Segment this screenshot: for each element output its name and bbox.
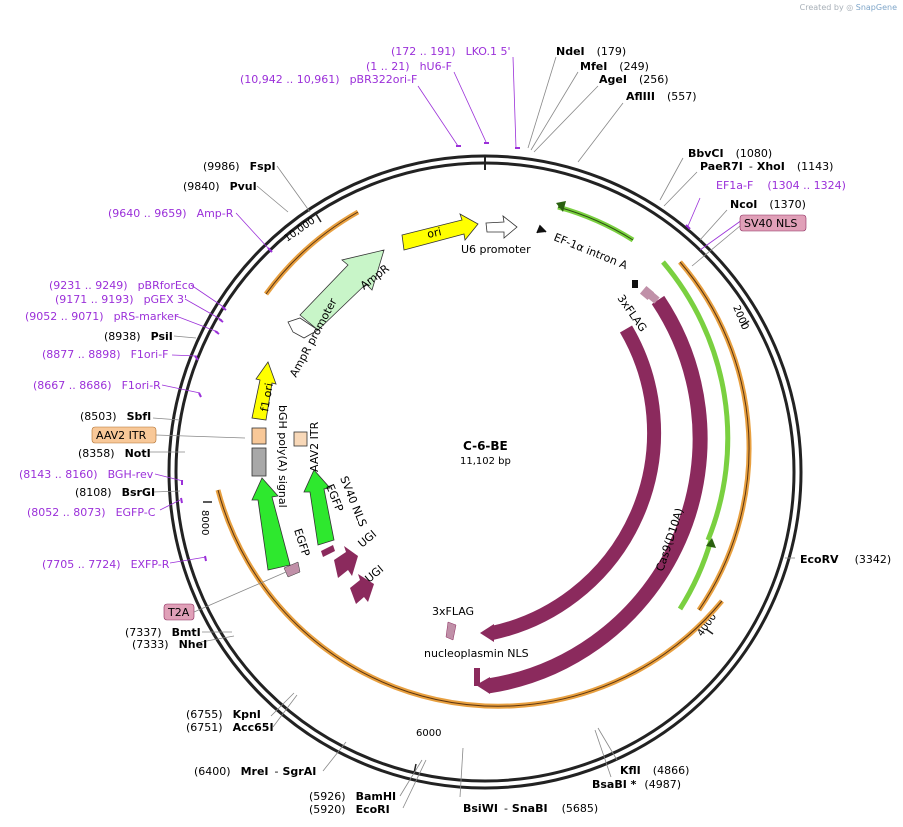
primer-ef1a-f: EF1a-F(1304 .. 1324) xyxy=(716,179,846,192)
snapgene-credit: Created by ◎ SnapGene xyxy=(800,3,897,12)
credit-brand: SnapGene xyxy=(855,3,897,12)
t2a-block xyxy=(283,561,301,578)
site-mrei-sgrai: (6400)MreI-SgrAI xyxy=(194,765,316,778)
site-ncoi: NcoI(1370) xyxy=(730,198,806,211)
nls-block xyxy=(474,668,480,686)
ugi-arrow-1 xyxy=(334,546,358,578)
aav2-itr-block-right xyxy=(293,431,308,447)
primer-lines xyxy=(154,56,743,564)
site-ndei: NdeI(179) xyxy=(556,45,626,58)
flag-block-bottom xyxy=(445,621,457,641)
site-labels: NdeI(179) MfeI(249) AgeI(256) AflIII(557… xyxy=(75,45,891,816)
primer-marks xyxy=(180,142,691,562)
ugi-arrow-2 xyxy=(350,574,374,604)
t2a-leader xyxy=(193,571,287,613)
snapgene-logo-icon: ◎ xyxy=(846,3,854,12)
boxed-aav2-itr: AAV2 ITR xyxy=(91,426,157,444)
green-arc-right xyxy=(661,260,731,541)
ampr-arrow xyxy=(299,249,385,331)
site-kpni: (6755)KpnI xyxy=(186,708,261,721)
ef1a-intron-label: EF-1α intron A xyxy=(552,231,630,273)
primer-f1ori-r: (8667 .. 8686)F1ori-R xyxy=(33,379,161,392)
site-agei: AgeI(256) xyxy=(599,73,669,86)
green-arc-top-head xyxy=(556,201,566,212)
site-bamhi: (5926)BamHI xyxy=(309,790,396,803)
site-ecori: (5920)EcoRI xyxy=(309,803,390,816)
sv40-small-block xyxy=(321,545,335,557)
orange-arc-top-core xyxy=(265,211,359,295)
cas9-d10a-arc xyxy=(486,295,708,694)
boxed-aav2-itr-text: AAV2 ITR xyxy=(96,429,147,442)
boxed-t2a: T2A xyxy=(163,603,195,621)
boxed-sv40-nls-text: SV40 NLS xyxy=(744,217,797,230)
ugi-label-1: UGI xyxy=(356,528,380,551)
cas9-d10a-head xyxy=(476,677,490,694)
f1-ori-label: f1 ori xyxy=(258,382,276,413)
primer-bgh-rev: (8143 .. 8160)BGH-rev xyxy=(19,468,154,481)
leader-lines xyxy=(150,56,795,809)
ef1a-mark xyxy=(536,224,547,234)
site-bsabi: BsaBI *(4987) xyxy=(592,778,681,791)
primer-prs-marker: (9052 .. 9071)pRS-marker xyxy=(25,310,179,323)
tick-6000: 6000 xyxy=(416,728,441,739)
flag-block-top-2 xyxy=(648,292,660,304)
site-paer7i-xhoi: PaeR7I-XhoI(1143) xyxy=(700,160,833,173)
site-pvui: (9840)PvuI xyxy=(183,180,257,193)
f1-ori-arrow xyxy=(251,361,277,421)
site-bsiwi-snabi: BsiWI-SnaBI(5685) xyxy=(463,802,598,815)
black-mark-ef1a xyxy=(632,280,638,288)
cas9-arc xyxy=(490,325,662,640)
ampr-promoter-arrow xyxy=(287,317,319,339)
orange-arc-right-core xyxy=(679,261,750,611)
egfp-inner-arrow xyxy=(303,469,335,546)
primer-pbr322ori: (10,942 .. 10,961)pBR322ori-F xyxy=(240,73,417,86)
site-bmti: (7337)BmtI xyxy=(125,626,201,639)
site-afliii: AflIII(557) xyxy=(626,90,697,103)
site-ecorv: EcoRV(3342) xyxy=(800,553,891,566)
green-arc-right-head xyxy=(706,538,716,548)
plasmid-size: 11,102 bp xyxy=(460,456,511,467)
primer-lko1: (172 .. 191)LKO.1 5' xyxy=(391,45,511,58)
credit-prefix: Created by xyxy=(799,3,844,12)
site-nhei: (7333)NheI xyxy=(132,638,207,651)
u6-arrow xyxy=(485,215,518,239)
tick-8000: 8000 xyxy=(199,510,210,535)
ori-label: ori xyxy=(426,225,443,241)
egfp-outer-arrow xyxy=(251,477,291,571)
site-fspi: (9986)FspI xyxy=(203,160,276,173)
primer-egfp-c: (8052 .. 8073)EGFP-C xyxy=(27,506,156,519)
site-acc65i: (6751)Acc65I xyxy=(186,721,274,734)
boxed-sv40-nls: SV40 NLS xyxy=(739,214,807,232)
aav2-itr-label: AAV2 ITR xyxy=(308,421,321,472)
site-bsrgi: (8108)BsrGI xyxy=(75,486,155,499)
u6-promoter-label: U6 promoter xyxy=(461,243,531,256)
flag-label-bottom: 3xFLAG xyxy=(432,605,474,618)
primer-exfp-r: (7705 .. 7724)EXFP-R xyxy=(42,558,170,571)
site-noti: (8358)NotI xyxy=(78,447,151,460)
bgh-label: bGH poly(A) signal xyxy=(276,405,289,508)
orange-arc-bottom-core xyxy=(217,489,723,707)
egfp-outer-label: EGFP xyxy=(291,527,312,558)
aav2-itr-block-left xyxy=(251,427,267,445)
ori-arrow xyxy=(401,213,479,251)
primer-pgex3: (9171 .. 9193)pGEX 3' xyxy=(55,293,187,306)
primer-pbrforeco: (9231 .. 9249)pBRforEco xyxy=(49,279,195,292)
primer-f1ori-f: (8877 .. 8898)F1ori-F xyxy=(42,348,169,361)
primer-amp-r: (9640 .. 9659)Amp-R xyxy=(108,207,234,220)
site-mfei: MfeI(249) xyxy=(580,60,649,73)
site-sbfi: (8503)SbfI xyxy=(80,410,151,423)
site-bbvci: BbvCI(1080) xyxy=(688,147,772,160)
bgh-block xyxy=(251,447,267,477)
nucleoplasmin-nls-label: nucleoplasmin NLS xyxy=(424,647,529,660)
site-kfli: KflI(4866) xyxy=(620,764,689,777)
cas9-head xyxy=(480,624,494,642)
boxed-t2a-text: T2A xyxy=(167,606,190,619)
plasmid-name: C-6-BE xyxy=(463,439,508,453)
primer-hu6f: (1 .. 21)hU6-F xyxy=(366,60,452,73)
site-psii: (8938)PsiI xyxy=(104,330,173,343)
primer-labels: (172 .. 191)LKO.1 5' (1 .. 21)hU6-F (10,… xyxy=(19,45,846,571)
tick-10000: 10,000 xyxy=(282,215,317,244)
